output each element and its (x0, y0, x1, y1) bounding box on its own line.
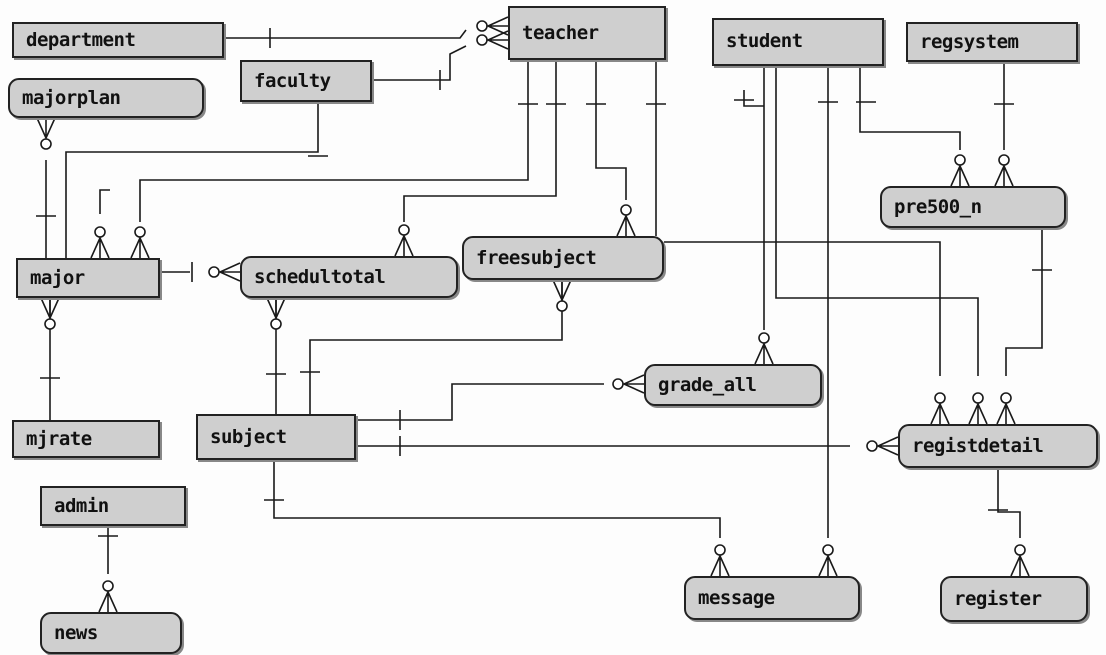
entity-teacher[interactable]: teacher (508, 6, 666, 60)
entity-faculty-label: faculty (254, 70, 331, 92)
entity-mjrate[interactable]: mjrate (12, 420, 160, 458)
crowfoot-marker (208, 262, 241, 282)
entity-news-label: news (54, 622, 98, 644)
entity-message[interactable]: message (684, 576, 860, 620)
crowfoot-marker (950, 154, 970, 187)
entity-regsystem[interactable]: regsystem (906, 22, 1078, 62)
crowfoot-marker (130, 226, 150, 259)
crowfoot-marker (996, 392, 1016, 425)
entity-pre500-n-label: pre500_n (894, 196, 982, 218)
entity-subject[interactable]: subject (196, 414, 356, 460)
entity-department-label: department (26, 29, 136, 51)
entity-register-label: register (954, 588, 1042, 610)
crowfoot-marker (930, 392, 950, 425)
crowfoot-marker (994, 154, 1014, 187)
relationship-line (595, 60, 627, 200)
crowfoot-marker (1010, 544, 1030, 577)
relationship-line (356, 383, 604, 421)
entity-admin[interactable]: admin (40, 486, 186, 526)
entity-schedultotal-label: schedultotal (254, 266, 386, 288)
entity-student[interactable]: student (712, 18, 884, 66)
relationship-line (99, 189, 110, 214)
crowfoot-marker (90, 226, 110, 259)
relationship-line (775, 66, 979, 376)
crowfoot-marker (818, 544, 838, 577)
crowfoot-marker (710, 544, 730, 577)
relationship-line (273, 460, 721, 538)
relationship-line (997, 468, 1021, 538)
crowfoot-marker (866, 436, 899, 456)
entity-freesubject[interactable]: freesubject (462, 236, 664, 280)
entity-faculty[interactable]: faculty (240, 60, 372, 102)
relationship-line (664, 241, 941, 376)
entity-teacher-label: teacher (522, 22, 599, 44)
entity-freesubject-label: freesubject (476, 247, 597, 269)
entity-majorplan[interactable]: majorplan (8, 78, 204, 118)
crowfoot-marker (476, 30, 509, 50)
crowfoot-marker (266, 297, 286, 330)
crowfoot-marker (394, 224, 414, 257)
relationship-line (224, 29, 467, 39)
relationship-line (743, 90, 764, 107)
relationship-line (1005, 228, 1043, 376)
entity-message-label: message (698, 587, 775, 609)
crowfoot-marker (40, 297, 60, 330)
crowfoot-marker (968, 392, 988, 425)
entity-major[interactable]: major (16, 258, 160, 298)
crowfoot-marker (98, 580, 118, 613)
entity-pre500-n[interactable]: pre500_n (880, 186, 1066, 228)
crowfoot-marker (612, 374, 645, 394)
entity-registdetail[interactable]: registdetail (898, 424, 1098, 468)
entity-subject-label: subject (210, 426, 287, 448)
entity-major-label: major (30, 267, 85, 289)
relationship-line (372, 45, 467, 81)
crowfoot-marker (36, 117, 56, 150)
entity-admin-label: admin (54, 495, 109, 517)
entity-registdetail-label: registdetail (912, 435, 1044, 457)
entity-grade-all[interactable]: grade_all (644, 364, 822, 406)
entity-department[interactable]: department (12, 22, 224, 58)
crowfoot-marker (616, 204, 636, 237)
relationship-line (309, 280, 563, 414)
entity-news[interactable]: news (40, 612, 182, 654)
relationship-line (403, 60, 557, 222)
crowfoot-marker (552, 279, 572, 312)
entity-grade-all-label: grade_all (658, 374, 757, 396)
entity-majorplan-label: majorplan (22, 87, 121, 109)
entity-mjrate-label: mjrate (26, 428, 92, 450)
crowfoot-marker (754, 332, 774, 365)
entity-schedultotal[interactable]: schedultotal (240, 256, 458, 298)
relationship-line (859, 66, 961, 150)
relationship-line (65, 102, 319, 258)
entity-register[interactable]: register (940, 576, 1088, 622)
entity-student-label: student (726, 30, 803, 52)
entity-regsystem-label: regsystem (920, 31, 1019, 53)
relationship-line (139, 60, 529, 222)
